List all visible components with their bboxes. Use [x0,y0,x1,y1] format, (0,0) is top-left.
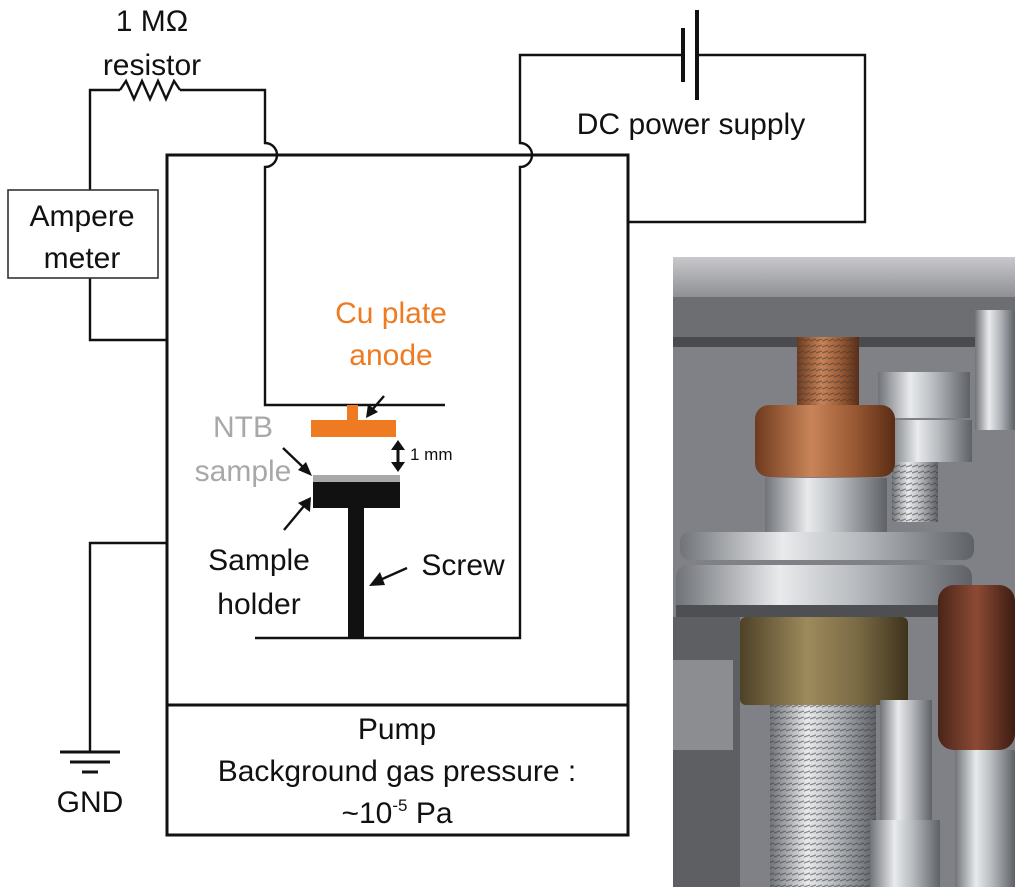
pressure-value: ~10-5 Pa [341,796,452,830]
resistor-value-label: 1 MΩ [116,5,188,38]
anode-label-line2: anode [349,339,432,372]
screw-label: Screw [421,549,505,582]
gap-label: 1 mm [410,445,453,464]
resistor-icon [119,78,181,102]
ampere-meter-box [7,189,159,279]
holder-label-line1: Sample [208,544,310,577]
gap-arrow-icon [391,440,405,472]
power-supply-circuit-wire [255,53,867,640]
cu-plate-anode [311,420,396,437]
ground-label: GND [57,786,124,819]
holder-label-line2: holder [217,588,300,621]
ground-icon [60,541,167,774]
anode-pointer-arrow [366,395,385,418]
vacuum-chamber-box [165,153,630,837]
pump-label: Pump [358,713,436,746]
pressure-label: Background gas pressure : [218,755,577,788]
ntb-sample [313,475,400,482]
cu-plate-anode-stem [347,405,358,421]
holder-pointer-arrow [283,497,311,531]
ammeter-label-line1: Ampere [29,200,134,233]
sample-holder [313,482,400,508]
resistor-circuit-wire [88,78,445,407]
sample-label-line1: NTB [213,411,273,444]
screw-pointer-arrow [369,566,408,586]
screw-shaft [348,508,364,638]
sample-pointer-arrow [282,447,312,476]
anode-label-line1: Cu plate [335,297,447,330]
ammeter-label-line2: meter [44,242,121,275]
resistor-name-label: resistor [103,49,201,82]
battery-icon [681,10,699,100]
setup-photo [673,257,1015,887]
sample-label-line2: sample [195,455,292,488]
power-supply-label: DC power supply [577,108,805,141]
